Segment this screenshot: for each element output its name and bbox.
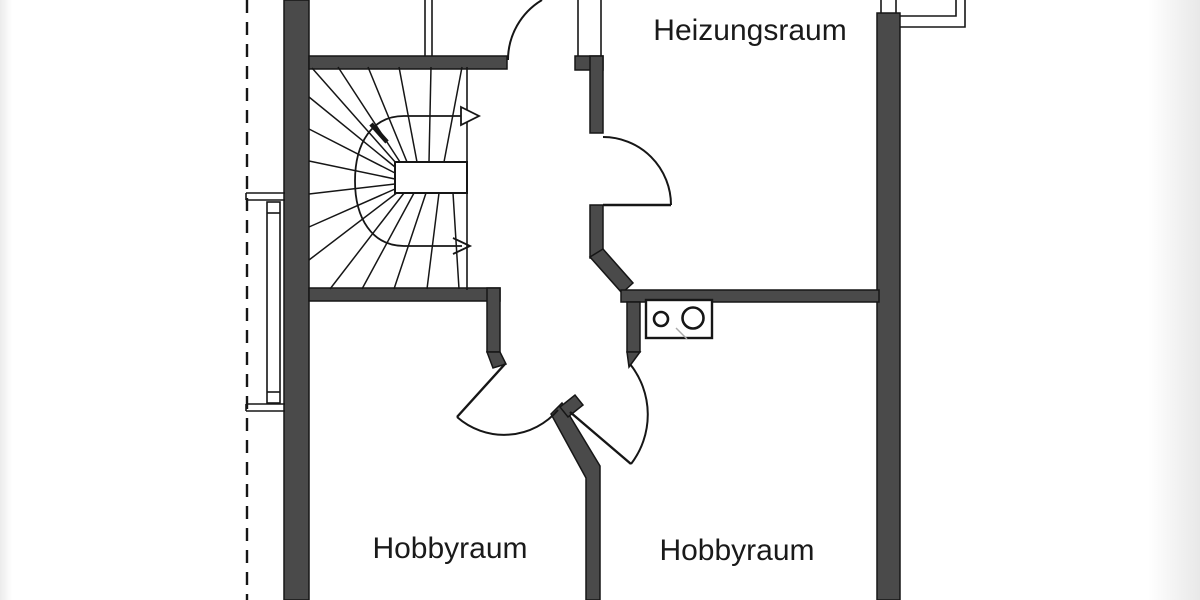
wall-center-angled (588, 248, 635, 295)
stair-start-tick (369, 122, 389, 144)
window-left-icon (245, 192, 285, 412)
wall-top-horizontal (308, 55, 508, 70)
door-hobbyraum-left (456, 363, 559, 436)
exterior-wall-left (283, 0, 310, 600)
wall-diagonal-door-stub (558, 393, 585, 419)
page-edge-shadow-right (1148, 0, 1200, 600)
exterior-wall-right (876, 12, 901, 600)
wall-center-upper (589, 55, 604, 134)
stair-down-arrow-icon (452, 237, 473, 255)
door-top-hall (507, 0, 543, 61)
stair-up-arrow-icon (460, 105, 482, 127)
page-edge-shadow-left (0, 0, 12, 600)
wall-hobby-left-top (308, 287, 501, 302)
window-right-top-icon (880, 0, 897, 13)
wall-diagonal-bottom (550, 401, 601, 600)
room-label-hobbyraum-left: Hobbyraum (372, 532, 527, 565)
room-label-hobbyraum-right: Hobbyraum (659, 534, 814, 567)
sink-fixture-icon (644, 298, 714, 340)
wall-hobby-left-vertical (486, 287, 501, 353)
stair (308, 66, 482, 290)
wall-hobby-left-jamb (485, 351, 508, 369)
room-label-heizungsraum: Heizungsraum (653, 14, 846, 47)
wall-center-stub-tip (626, 351, 642, 369)
stair-landing-box (394, 161, 468, 194)
upper-floor-thin-walls (424, 0, 602, 57)
door-hobbyraum-right (569, 363, 649, 465)
wall-center-stub-lower (626, 301, 641, 353)
light-shaft-icon (900, 0, 966, 28)
stair-treads (308, 66, 463, 290)
stair-walking-line (354, 115, 462, 247)
door-heizungsraum (602, 136, 672, 207)
